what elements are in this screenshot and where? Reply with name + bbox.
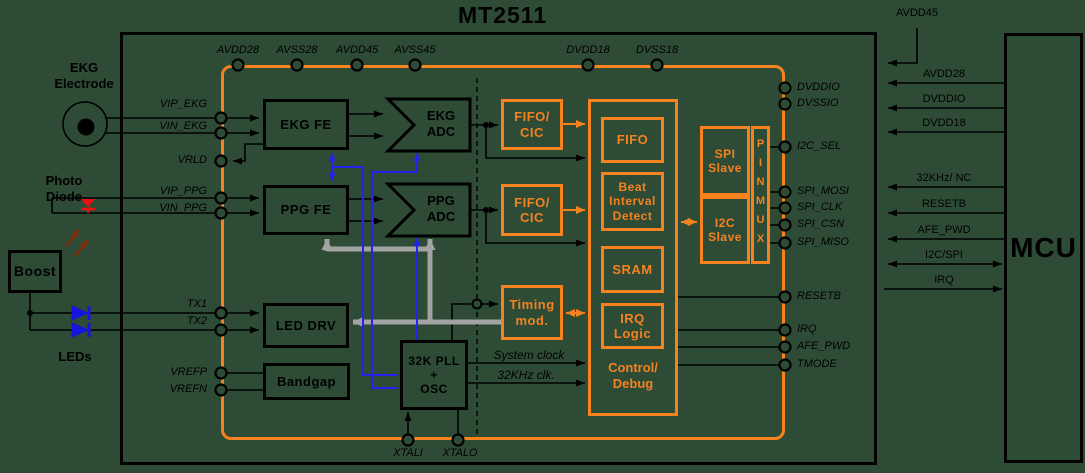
pin-label-dvssio: DVSSIO <box>797 97 839 109</box>
data-arrows <box>563 120 697 317</box>
pin-label-spi-miso: SPI_MISO <box>797 236 849 248</box>
ekg-electrode-label: EKG Electrode <box>54 60 114 92</box>
mcu-signal-irq: IRQ <box>934 274 954 286</box>
pin-label-dvss18: DVSS18 <box>635 44 679 56</box>
pin-label-dvddio: DVDDIO <box>797 81 840 93</box>
pin-label-spi-csn: SPI_CSN <box>797 218 845 230</box>
block-beat-interval-detect: Beat Interval Detect <box>601 172 664 231</box>
pin-label-tmode: TMODE <box>797 358 837 370</box>
adc-shapes <box>384 97 472 238</box>
boundary-node <box>471 298 483 310</box>
pin-label-avdd45: AVDD45 <box>335 44 379 56</box>
pin-label-i2c-sel: I2C_SEL <box>797 140 842 152</box>
block-ppg-fe: PPG FE <box>263 185 349 235</box>
photo-diode-label: Photo Diode <box>45 173 83 205</box>
pin-label-tx1: TX1 <box>186 298 207 310</box>
block-32k-pll-osc: 32K PLL + OSC <box>400 340 468 410</box>
pin-label-tx2: TX2 <box>186 315 207 327</box>
pin-label-xtalo: XTALO <box>442 447 478 459</box>
block-ppg-adc-label: PPG ADC <box>426 193 456 225</box>
pin-label-vin-ekg: VIN_EKG <box>159 120 207 132</box>
pin-label-avdd28: AVDD28 <box>216 44 260 56</box>
afe-boundary <box>221 65 785 440</box>
mcu-signal-resetb: RESETB <box>921 198 967 210</box>
block-control-debug <box>588 99 678 416</box>
control-debug-label: Control/ Debug <box>608 360 658 391</box>
block-spi-slave: SPI Slave <box>700 126 750 196</box>
pin-label-vip-ekg: VIP_EKG <box>159 98 207 110</box>
block-fifo-cic-ppg: FIFO/ CIC <box>501 184 563 236</box>
pin-label-vrefp: VREFP <box>170 366 207 378</box>
mt2511-chip-boundary <box>120 32 877 465</box>
block-bandgap: Bandgap <box>263 363 350 400</box>
pin-label-irq: IRQ <box>797 323 817 335</box>
block-sram: SRAM <box>601 246 664 293</box>
pin-label-avss28: AVSS28 <box>276 44 318 56</box>
block-fifo: FIFO <box>601 117 664 163</box>
led-icons <box>71 305 91 338</box>
mcu-block: MCU <box>1004 33 1083 463</box>
block-i2c-slave: I2C Slave <box>700 196 750 264</box>
mcu-signal-dvdd18: DVDD18 <box>922 117 966 129</box>
32khz-clock-label: 32KHz clk. <box>497 368 555 382</box>
light-arrows-icon <box>65 229 89 257</box>
pin-label-resetb: RESETB <box>797 290 842 302</box>
chip-title: MT2511 <box>458 2 548 28</box>
pin-label-dvdd18: DVDD18 <box>566 44 610 56</box>
block-timing-mod: Timing mod. <box>501 285 563 340</box>
block-fifo-cic-ekg: FIFO/ CIC <box>501 99 563 150</box>
system-clock-label: System clock <box>493 348 565 362</box>
mcu-signal-i2c-spi: I2C/SPI <box>925 249 963 261</box>
junction-dots <box>27 122 489 316</box>
mcu-interface-wires <box>884 28 1004 293</box>
pin-label-spi-mosi: SPI_MOSI <box>797 185 849 197</box>
pin-label-vin-ppg: VIN_PPG <box>159 202 207 214</box>
pin-label-afe-pwd: AFE_PWD <box>797 340 851 352</box>
pin-label-spi-clk: SPI_CLK <box>797 201 843 213</box>
pin-label-avss45: AVSS45 <box>394 44 436 56</box>
photodiode-icon <box>65 199 95 257</box>
timing-bus <box>321 239 501 328</box>
ekg-electrode-icon <box>62 101 108 147</box>
boost-block: Boost <box>8 250 62 293</box>
mcu-signal-32khz-nc: 32KHz/ NC <box>916 172 972 184</box>
mcu-signal-afe-pwd: AFE_PWD <box>917 224 971 236</box>
signal-wires <box>29 110 785 440</box>
block-pinmux: PINMUX <box>751 126 770 264</box>
mcu-signal-dvddio: DVDDIO <box>922 93 966 105</box>
block-ekg-adc-label: EKG ADC <box>426 108 456 140</box>
clock-wires <box>328 153 421 389</box>
pin-label-vrld: VRLD <box>177 154 207 166</box>
block-led-drv: LED DRV <box>263 303 349 348</box>
pin-label-vip-ppg: VIP_PPG <box>159 185 207 197</box>
leds-label: LEDs <box>58 349 92 364</box>
pin-label-xtali: XTALI <box>393 447 423 459</box>
pin-circles <box>214 58 792 447</box>
mcu-signal-avdd28: AVDD28 <box>923 68 965 80</box>
block-ekg-fe: EKG FE <box>263 99 349 150</box>
pin-label-vrefn: VREFN <box>169 383 207 395</box>
mcu-signal-avdd45: AVDD45 <box>896 7 938 19</box>
block-irq-logic: IRQ Logic <box>601 303 664 349</box>
